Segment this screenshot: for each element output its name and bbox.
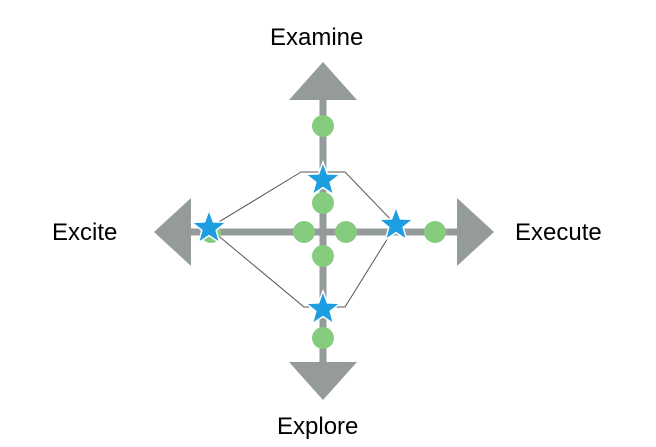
label-examine: Examine [270,24,364,51]
dot-bottom-outer [312,327,334,349]
dot-left-inner [293,221,315,243]
dot-top-outer [312,115,334,137]
axes [154,62,494,400]
dot-top-inner [312,192,334,214]
label-excite: Excite [52,219,118,246]
star-left-icon [189,207,229,245]
arrow-right-icon [457,198,494,266]
arrow-up-icon [289,62,357,100]
star-bottom-icon [303,288,343,326]
label-execute: Execute [515,219,602,246]
dot-right-outer [424,221,446,243]
dot-bottom-inner [312,245,334,267]
arrow-down-icon [289,362,357,400]
star-right-icon [376,204,416,242]
star-top-icon [303,159,343,197]
label-explore: Explore [277,413,359,440]
arrow-left-icon [154,198,191,266]
stars [189,159,416,326]
dot-right-inner [335,221,357,243]
